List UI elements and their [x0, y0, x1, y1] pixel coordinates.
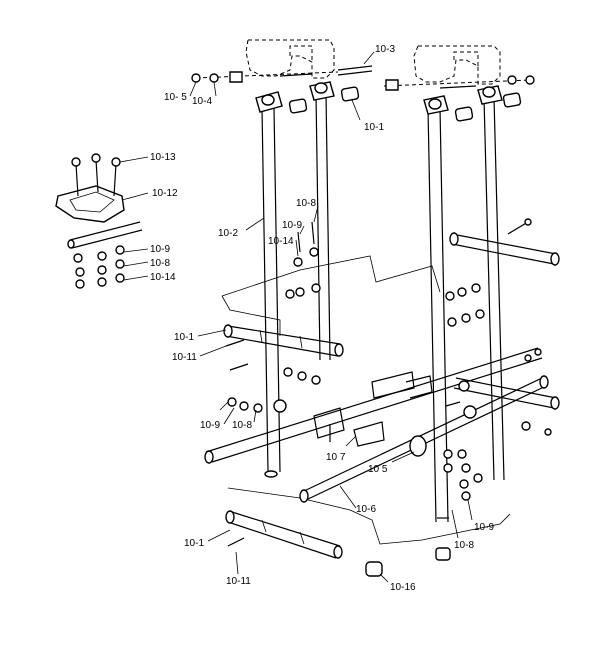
- lower-right-nuts: [443, 449, 483, 501]
- label-10-8-low: 10-8: [232, 420, 252, 431]
- post-right-front: [427, 107, 449, 523]
- upper-right-crosstube: [449, 218, 560, 266]
- post-top-caps: [255, 81, 503, 115]
- right-post-hardware: [445, 283, 485, 327]
- label-10-1-top: 10-1: [364, 122, 384, 133]
- ghost-base-outline: [219, 255, 511, 545]
- inset-tube: [67, 221, 143, 249]
- inset-nuts: [73, 245, 125, 289]
- bottom-crosstube: [225, 510, 343, 559]
- label-10-8-right: 10-8: [454, 540, 474, 551]
- label-10-8-mid: 10-8: [296, 198, 316, 209]
- mid-bolts-left: [285, 221, 321, 299]
- label-10-9-inset: 10-9: [150, 244, 170, 255]
- label-10-7: 10 7: [326, 452, 346, 463]
- label-10-11-bot: 10-11: [226, 576, 251, 587]
- top-plugs: [288, 86, 522, 122]
- foot-cap-10-16: [365, 561, 383, 577]
- inset-bolts: [71, 153, 121, 197]
- label-10-1-bot: 10-1: [184, 538, 204, 549]
- top-bracket-left: [245, 39, 335, 79]
- label-10-2: 10-2: [218, 228, 238, 239]
- label-10-4: 10-4: [192, 96, 212, 107]
- label-10-8-inset: 10-8: [150, 258, 170, 269]
- center-hardware: [227, 363, 461, 413]
- top-bolts: [191, 65, 535, 91]
- label-10-12: 10-12: [152, 188, 178, 199]
- label-10-3: 10-3: [375, 44, 395, 55]
- label-10-6: 10-6: [356, 504, 376, 515]
- collar-10-5: [409, 435, 427, 457]
- mid-left-crosstube: [223, 324, 344, 357]
- label-10-5-low: 10 5: [368, 464, 388, 475]
- label-10-9-right: 10-9: [474, 522, 494, 533]
- post-left-rear: [315, 93, 331, 361]
- label-10-1-mid: 10-1: [174, 332, 194, 343]
- label-10-14-mid: 10-14: [268, 236, 294, 247]
- label-10-13: 10-13: [150, 152, 176, 163]
- label-10-9-mid: 10-9: [282, 220, 302, 231]
- post-left-front: [261, 107, 281, 478]
- leader-lines: [119, 51, 473, 583]
- u-bracket-lower: [313, 407, 385, 447]
- label-10-11-mid: 10-11: [172, 352, 197, 363]
- right-post-foot: [435, 517, 451, 561]
- front-base-rail: [204, 347, 543, 464]
- top-bracket-right: [413, 45, 501, 85]
- inset-seat-plate: [55, 185, 125, 223]
- u-bracket-upper: [371, 371, 433, 399]
- label-10-16: 10-16: [390, 582, 416, 593]
- post-right-rear: [483, 97, 505, 481]
- label-10-5-top: 10- 5: [164, 92, 187, 103]
- callout-labels: 10-3 10- 5 10-4 10-1 10-13 10-12 10-9 10…: [150, 44, 494, 593]
- label-10-9-low: 10-9: [200, 420, 220, 431]
- lower-right-crosstube: [453, 377, 560, 436]
- label-10-14-inset: 10-14: [150, 272, 176, 283]
